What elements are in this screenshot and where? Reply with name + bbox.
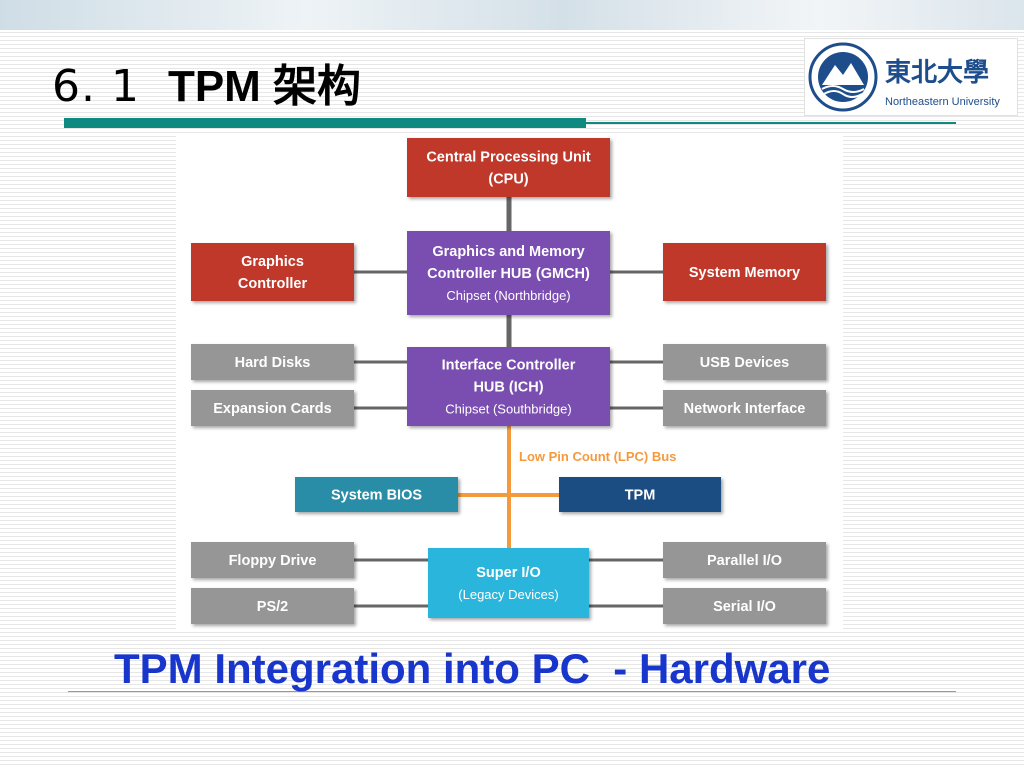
box-gmch-label-3: Chipset (Northbridge) (446, 288, 570, 303)
box-super-io-label-2: (Legacy Devices) (458, 587, 558, 602)
logo-english-name: Northeastern University (885, 96, 1000, 108)
box-hard-disks-label-1: Hard Disks (235, 355, 311, 371)
box-serial-io: Serial I/O (663, 588, 826, 624)
slide-title-text: TPM 架构 (167, 62, 362, 111)
box-hard-disks: Hard Disks (191, 344, 354, 380)
box-tpm-label-1: TPM (625, 488, 656, 504)
title-underline (64, 118, 586, 128)
box-gmch-label-2: Controller HUB (GMCH) (427, 266, 590, 282)
university-logo: 東北大學 Northeastern University (804, 38, 1018, 116)
box-system-memory-label-1: System Memory (689, 265, 800, 281)
box-system-bios-background (295, 477, 458, 512)
slide-number: 6. 1 (52, 61, 140, 112)
slide-title: 6. 1 TPM 架构 (52, 50, 361, 114)
box-expansion-cards-background (191, 390, 354, 426)
box-system-memory-background (663, 243, 826, 301)
box-ps2-label-1: PS/2 (257, 599, 288, 615)
box-network-interface: Network Interface (663, 390, 826, 426)
box-ich-label-1: Interface Controller (442, 358, 576, 374)
box-usb-devices-background (663, 344, 826, 380)
university-seal-icon: 東北大學 Northeastern University (808, 42, 1000, 112)
box-cpu: Central Processing Unit (CPU) (407, 138, 610, 197)
box-graphics-controller-label-2: Controller (238, 276, 308, 292)
box-usb-devices-label-1: USB Devices (700, 355, 789, 371)
box-hard-disks-background (191, 344, 354, 380)
box-serial-io-background (663, 588, 826, 624)
box-floppy-drive-background (191, 542, 354, 578)
box-floppy-drive-label-1: Floppy Drive (229, 553, 317, 569)
box-system-memory: System Memory (663, 243, 826, 301)
box-tpm: TPM (559, 477, 721, 512)
diagram-connectors (354, 197, 663, 608)
box-super-io-background (428, 548, 589, 618)
box-parallel-io-label-1: Parallel I/O (707, 553, 782, 569)
box-usb-devices: USB Devices (663, 344, 826, 380)
lpc-bus-label: Low Pin Count (LPC) Bus (519, 449, 676, 464)
box-cpu-label-1: Central Processing Unit (426, 150, 591, 166)
box-ps2-background (191, 588, 354, 624)
box-system-bios-label-1: System BIOS (331, 488, 422, 504)
title-underline-thin (586, 122, 956, 124)
box-super-io: Super I/O (Legacy Devices) (428, 548, 589, 618)
box-network-interface-background (663, 390, 826, 426)
box-graphics-controller-background (191, 243, 354, 301)
box-gmch-background (407, 231, 610, 315)
box-parallel-io: Parallel I/O (663, 542, 826, 578)
box-ich-label-2: HUB (ICH) (473, 380, 543, 396)
box-parallel-io-background (663, 542, 826, 578)
footer-rule (68, 691, 956, 692)
box-serial-io-label-1: Serial I/O (713, 599, 776, 615)
top-decorative-band (0, 0, 1024, 30)
box-ich-background (407, 347, 610, 426)
box-expansion-cards-label-1: Expansion Cards (213, 401, 331, 417)
box-expansion-cards: Expansion Cards (191, 390, 354, 426)
tpm-architecture-diagram: Central Processing Unit (CPU) GraphicsCont… (191, 138, 826, 624)
box-ich-label-3: Chipset (Southbridge) (445, 402, 571, 417)
logo-chinese-name: 東北大學 (885, 58, 989, 88)
box-cpu-label-2: (CPU) (488, 172, 528, 188)
box-tpm-background (559, 477, 721, 512)
box-super-io-label-1: Super I/O (476, 565, 540, 581)
diagram-components: Central Processing Unit (CPU) GraphicsCont… (191, 138, 826, 624)
box-network-interface-label-1: Network Interface (684, 401, 806, 417)
box-ps2: PS/2 (191, 588, 354, 624)
box-gmch-label-1: Graphics and Memory (432, 244, 584, 260)
box-floppy-drive: Floppy Drive (191, 542, 354, 578)
box-system-bios: System BIOS (295, 477, 458, 512)
slide-caption: TPM Integration into PC - Hardware (114, 645, 831, 692)
box-cpu-background (407, 138, 610, 197)
box-graphics-controller-label-1: Graphics (241, 254, 304, 270)
